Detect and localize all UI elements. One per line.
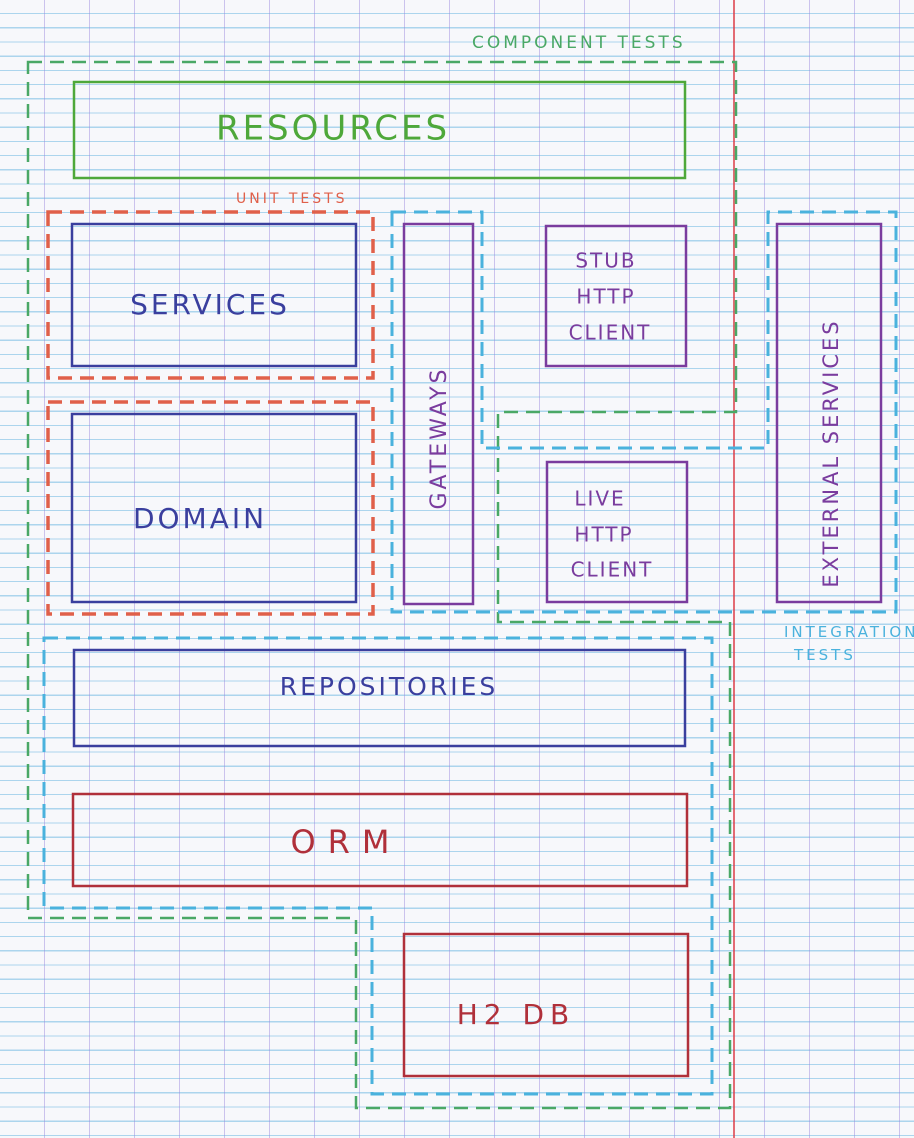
live-http-client-label-line3: CLIENT [571,558,654,582]
orm-box: ORM [71,792,689,888]
stub-http-client-box: STUB HTTP CLIENT [544,224,688,368]
component-tests-outline [26,60,738,1110]
h2-db-label: H2 DB [457,998,576,1031]
external-services-label: EXTERNAL SERVICES [819,318,843,587]
integration-tests-label-line1: INTEGRATION [784,623,914,641]
orm-label: ORM [290,823,401,861]
repositories-box: REPOSITORIES [72,648,687,748]
live-http-client-label-line1: LIVE [574,487,625,511]
integration-tests-persistence-outline [42,636,714,1096]
gateways-box: GATEWAYS [402,222,475,606]
live-http-client-box: LIVE HTTP CLIENT [545,460,689,604]
stub-http-client-label-line3: CLIENT [569,321,652,345]
integration-tests-gateway-outline [390,210,898,614]
stub-http-client-label-line1: STUB [575,249,636,273]
resources-box: RESOURCES [72,80,687,180]
services-box: SERVICES [70,222,358,368]
unit-tests-services-outline [46,210,375,380]
component-tests-group: COMPONENT TESTS [26,33,738,1110]
component-tests-label: COMPONENT TESTS [472,33,686,53]
resources-label: RESOURCES [216,109,450,149]
integration-tests-group: INTEGRATION TESTS [42,210,914,1096]
domain-box: DOMAIN [70,412,358,604]
unit-tests-group: UNIT TESTS [46,191,375,616]
gateways-label: GATEWAYS [427,366,452,509]
repositories-label: REPOSITORIES [280,672,499,701]
unit-tests-label: UNIT TESTS [236,191,348,207]
unit-tests-domain-outline [46,400,375,616]
live-http-client-label-line2: HTTP [574,523,633,547]
external-services-box: EXTERNAL SERVICES [775,222,883,604]
stub-http-client-label-line2: HTTP [576,285,635,309]
services-label: SERVICES [130,288,290,321]
h2-db-box: H2 DB [402,932,690,1078]
domain-label: DOMAIN [133,502,267,535]
integration-tests-label-line2: TESTS [793,646,856,664]
